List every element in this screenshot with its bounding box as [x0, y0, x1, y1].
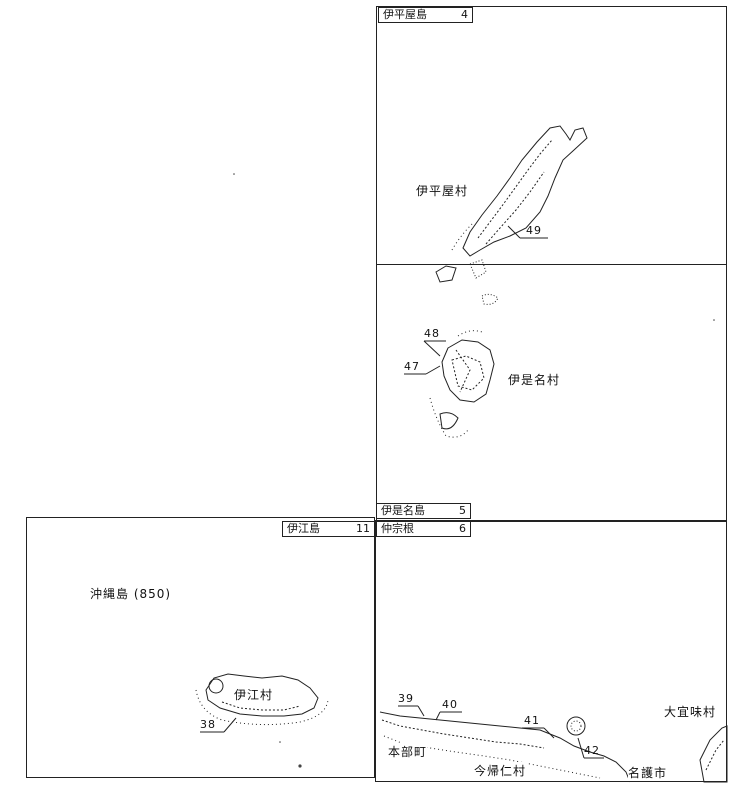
izena-island-shape — [429, 330, 495, 438]
leader-lines — [200, 225, 604, 759]
sheet-title-izena: 伊是名島 5 — [376, 503, 471, 519]
map-sheet-nakasone-frame — [375, 520, 727, 782]
label-nago-city: 名護市 — [628, 764, 668, 781]
sheet-name: 伊是名島 — [381, 504, 425, 517]
site-number-38: 38 — [200, 718, 216, 731]
sheet-title-iheya: 伊平屋島 4 — [378, 7, 473, 23]
sheet-number: 5 — [459, 504, 466, 517]
sheet-title-ie: 伊江島 11 — [282, 521, 375, 537]
motobu-coast-shape — [379, 711, 728, 783]
sheet-name: 伊江島 — [287, 522, 320, 535]
sheet-name: 伊平屋島 — [383, 8, 427, 21]
label-ogimi-village: 大宜味村 — [664, 705, 717, 719]
map-sheet-ie-frame — [26, 517, 375, 778]
ie-island-shape — [195, 673, 329, 726]
site-number-48: 48 — [424, 327, 440, 340]
site-number-42: 42 — [584, 744, 600, 757]
site-number-49: 49 — [526, 224, 542, 237]
iheya-island-shape — [435, 125, 588, 305]
sheet-title-nakasone: 仲宗根 6 — [376, 521, 471, 537]
site-number-40: 40 — [442, 698, 458, 711]
label-nakijin-village: 今帰仁村 — [474, 762, 527, 779]
label-motobu-town: 本部町 — [388, 743, 428, 760]
sheet-name: 仲宗根 — [381, 522, 414, 535]
map-sheet-izena-frame — [376, 264, 727, 522]
site-number-47: 47 — [404, 360, 420, 373]
sheet-number: 11 — [356, 522, 370, 535]
site-number-41: 41 — [524, 714, 540, 727]
sheet-number: 6 — [459, 522, 466, 535]
label-ie-village: 伊江村 — [234, 686, 274, 703]
label-iheya-village: 伊平屋村 — [416, 184, 469, 198]
sheet-number: 4 — [461, 8, 468, 21]
label-okinawa-island: 沖縄島 (850) — [90, 587, 172, 601]
site-number-39: 39 — [398, 692, 414, 705]
label-izena-village: 伊是名村 — [508, 373, 561, 387]
